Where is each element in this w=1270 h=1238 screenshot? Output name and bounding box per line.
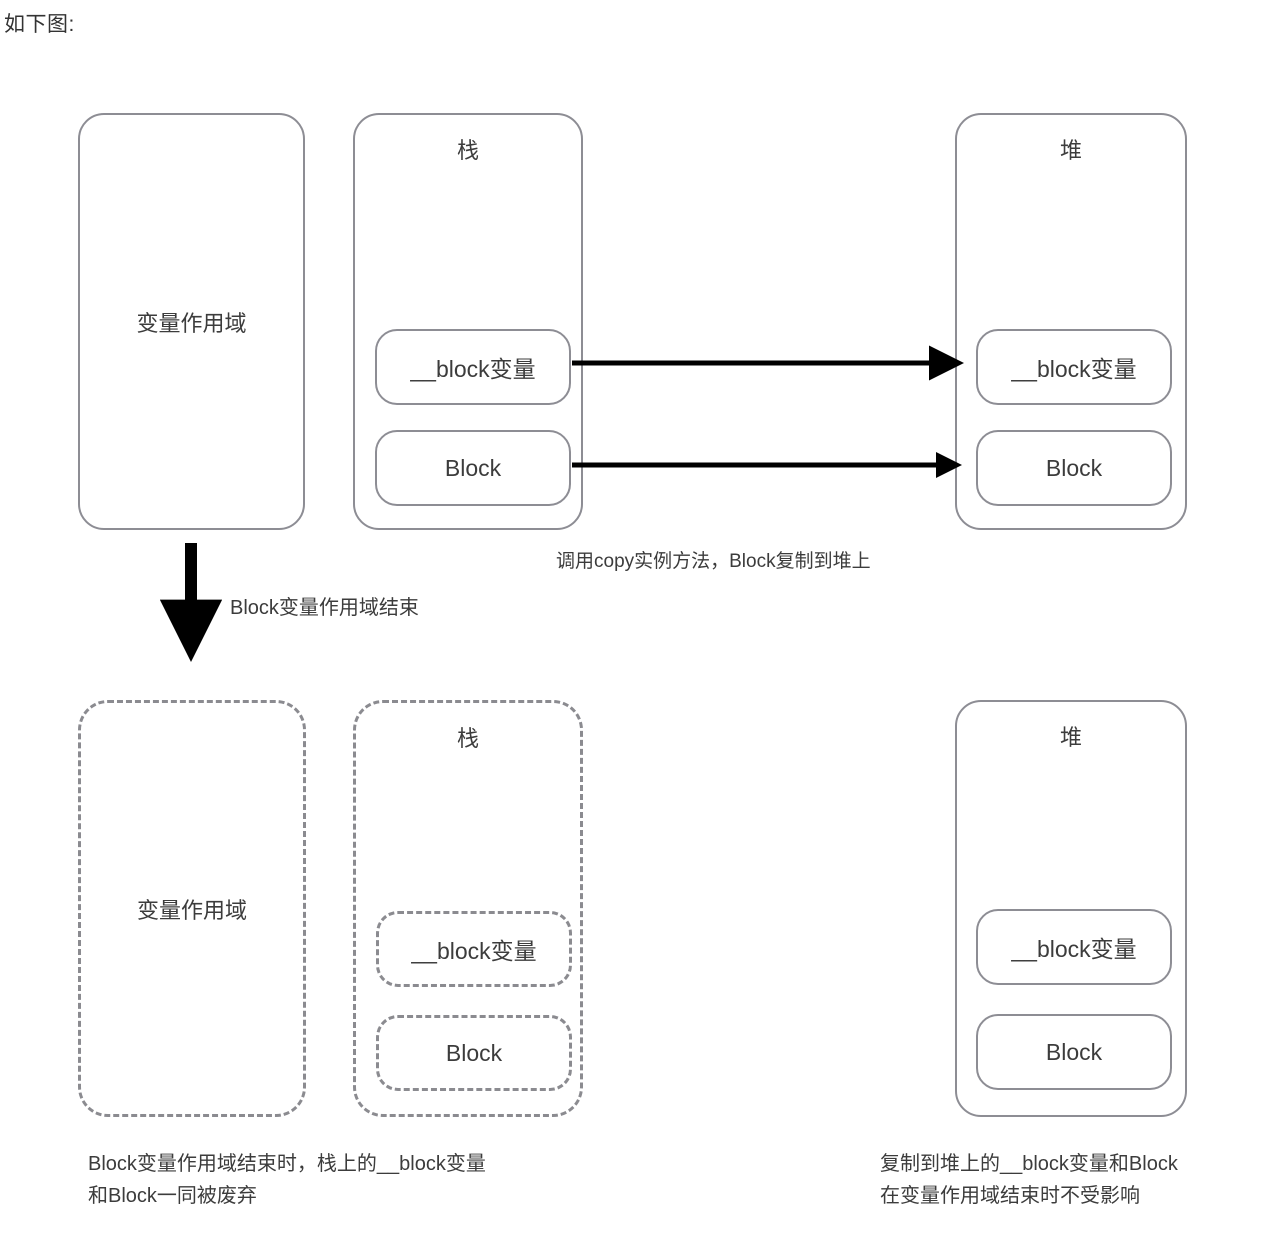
top-variable-scope-label: 变量作用域 (136, 310, 247, 336)
top-heap-slot-block: Block (976, 430, 1172, 506)
top-stack-title: 栈 (456, 138, 479, 163)
top-stack-slot-block: Block (375, 430, 571, 506)
scope-end-caption: Block变量作用域结束 (230, 597, 419, 619)
bottom-right-caption: 复制到堆上的__block变量和Block 在变量作用域结束时不受影响 (880, 1153, 1178, 1207)
copy-caption: 调用copy实例方法，Block复制到堆上 (556, 551, 871, 572)
bottom-heap-title: 堆 (1059, 725, 1082, 750)
bottom-heap-slot-block-variable: __block变量 (976, 909, 1172, 985)
intro-text: 如下图: (4, 13, 75, 36)
top-heap-slot-block-variable: __block变量 (976, 329, 1172, 405)
top-stack-slot-block-variable: __block变量 (375, 329, 571, 405)
bottom-stack-slot-block: Block (376, 1015, 572, 1091)
bottom-left-caption: Block变量作用域结束时，栈上的__block变量 和Block一同被废弃 (88, 1153, 486, 1207)
top-heap-title: 堆 (1059, 138, 1082, 163)
bottom-variable-scope-box: 变量作用域 (78, 700, 306, 1117)
top-variable-scope-box: 变量作用域 (78, 113, 305, 530)
bottom-heap-box: 堆 __block变量 Block (955, 700, 1187, 1117)
bottom-variable-scope-label: 变量作用域 (136, 897, 247, 923)
bottom-stack-slot-block-variable: __block变量 (376, 911, 572, 987)
bottom-stack-box: 栈 __block变量 Block (353, 700, 583, 1117)
bottom-stack-title: 栈 (456, 726, 479, 751)
top-stack-box: 栈 __block变量 Block (353, 113, 583, 530)
bottom-heap-slot-block: Block (976, 1014, 1172, 1090)
top-heap-box: 堆 __block变量 Block (955, 113, 1187, 530)
